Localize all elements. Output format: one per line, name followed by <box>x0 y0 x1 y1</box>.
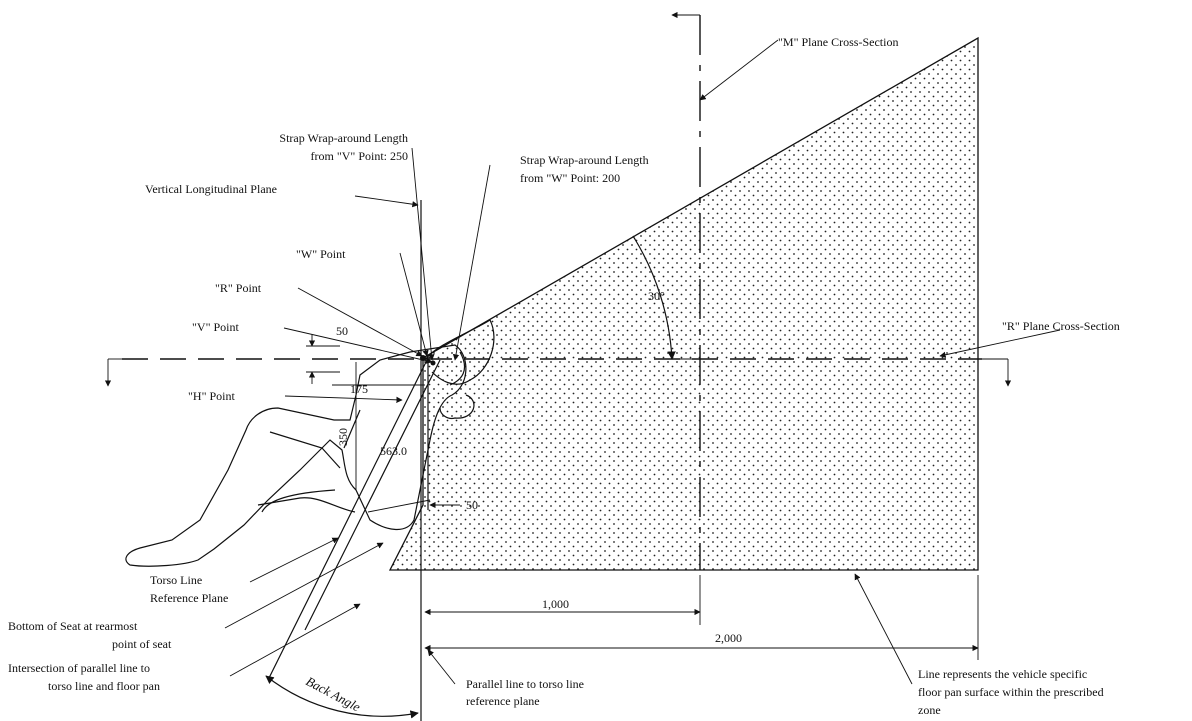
torso-line-label-1: Torso Line <box>150 573 202 587</box>
v-point-label: "V" Point <box>192 320 239 334</box>
parallel-line-label-1: Parallel line to torso line <box>466 677 584 691</box>
w-point-label: "W" Point <box>296 247 346 261</box>
back-angle-label: Back Angle <box>304 673 364 714</box>
dim-50-bottom-label: 50 <box>466 498 478 512</box>
dim-1000-label: 1,000 <box>542 597 569 611</box>
prescribed-zone <box>388 36 979 571</box>
torso-line-label-2: Reference Plane <box>150 591 228 605</box>
bottom-seat-label-1: Bottom of Seat at rearmost <box>8 619 138 633</box>
dim-50-top-label: 50 <box>336 324 348 338</box>
occupant-figure <box>125 319 495 567</box>
angle-30-label: 30° <box>648 289 665 303</box>
bottom-seat-label-2: point of seat <box>112 637 172 651</box>
dim-175-label: 175 <box>350 382 368 396</box>
intersection-label-1: Intersection of parallel line to <box>8 661 150 675</box>
leader-lines <box>224 39 1061 685</box>
intersection-label-2: torso line and floor pan <box>48 679 160 693</box>
dim-350-label: 350 <box>336 428 350 446</box>
strap-v-label-line1: Strap Wrap-around Length <box>279 131 408 145</box>
h-point-label: "H" Point <box>188 389 235 403</box>
floor-line-label-3: zone <box>918 703 941 717</box>
floor-line-label-1: Line represents the vehicle specific <box>918 667 1087 681</box>
m-plane-label: "M" Plane Cross-Section <box>778 35 898 49</box>
parallel-line-label-2: reference plane <box>466 694 540 708</box>
torso-line <box>267 357 429 681</box>
strap-w-label-line1: Strap Wrap-around Length <box>520 153 649 167</box>
strap-v-label-line2: from "V" Point: 250 <box>311 149 408 163</box>
angle-30-arc <box>632 235 676 360</box>
v-point-marker <box>430 360 436 366</box>
dim-563-label: 563.0 <box>380 444 407 458</box>
floor-line-label-2: floor pan surface within the prescribed <box>918 685 1104 699</box>
back-angle-arc <box>265 675 419 719</box>
dim-2000-label: 2,000 <box>715 631 742 645</box>
vertical-plane-label: Vertical Longitudinal Plane <box>145 182 277 196</box>
r-plane-label: "R" Plane Cross-Section <box>1002 319 1120 333</box>
strap-w-label-line2: from "W" Point: 200 <box>520 171 620 185</box>
parallel-torso-line <box>304 359 441 631</box>
r-point-label: "R" Point <box>215 281 262 295</box>
